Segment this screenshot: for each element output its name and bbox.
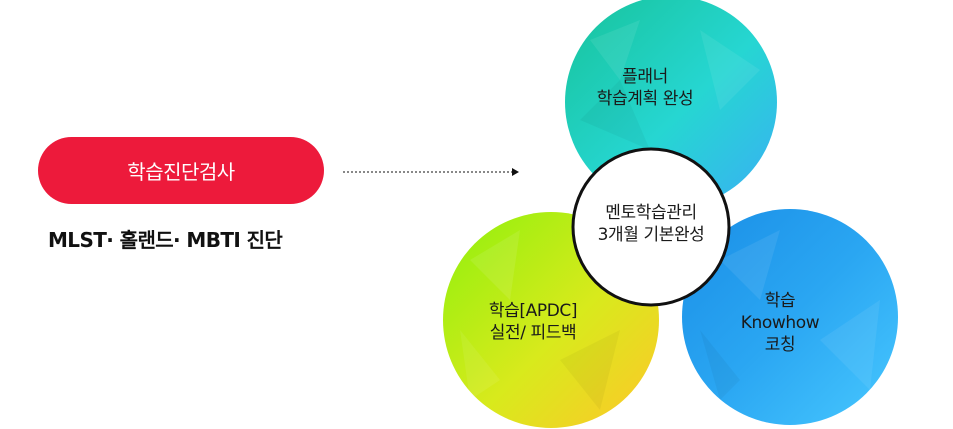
knowhow-text: 학습 Knowhow 코칭 bbox=[740, 291, 820, 355]
planner-text: 플래너 학습계획 완성 bbox=[596, 67, 694, 109]
diagnostic-test-pill: 학습진단검사 bbox=[38, 137, 324, 204]
circle-knowhow bbox=[682, 209, 898, 425]
circle-mentor bbox=[571, 147, 731, 307]
mentor-text: 멘토학습관리 3개월 기본완성 bbox=[597, 203, 705, 245]
apdc-text: 학습[APDC] 실전/ 피드백 bbox=[488, 301, 578, 343]
diagnostic-test-label: 학습진단검사 bbox=[127, 160, 235, 184]
diagnostic-methods-text: MLST· 홀랜드· MBTI 진단 bbox=[48, 228, 283, 252]
